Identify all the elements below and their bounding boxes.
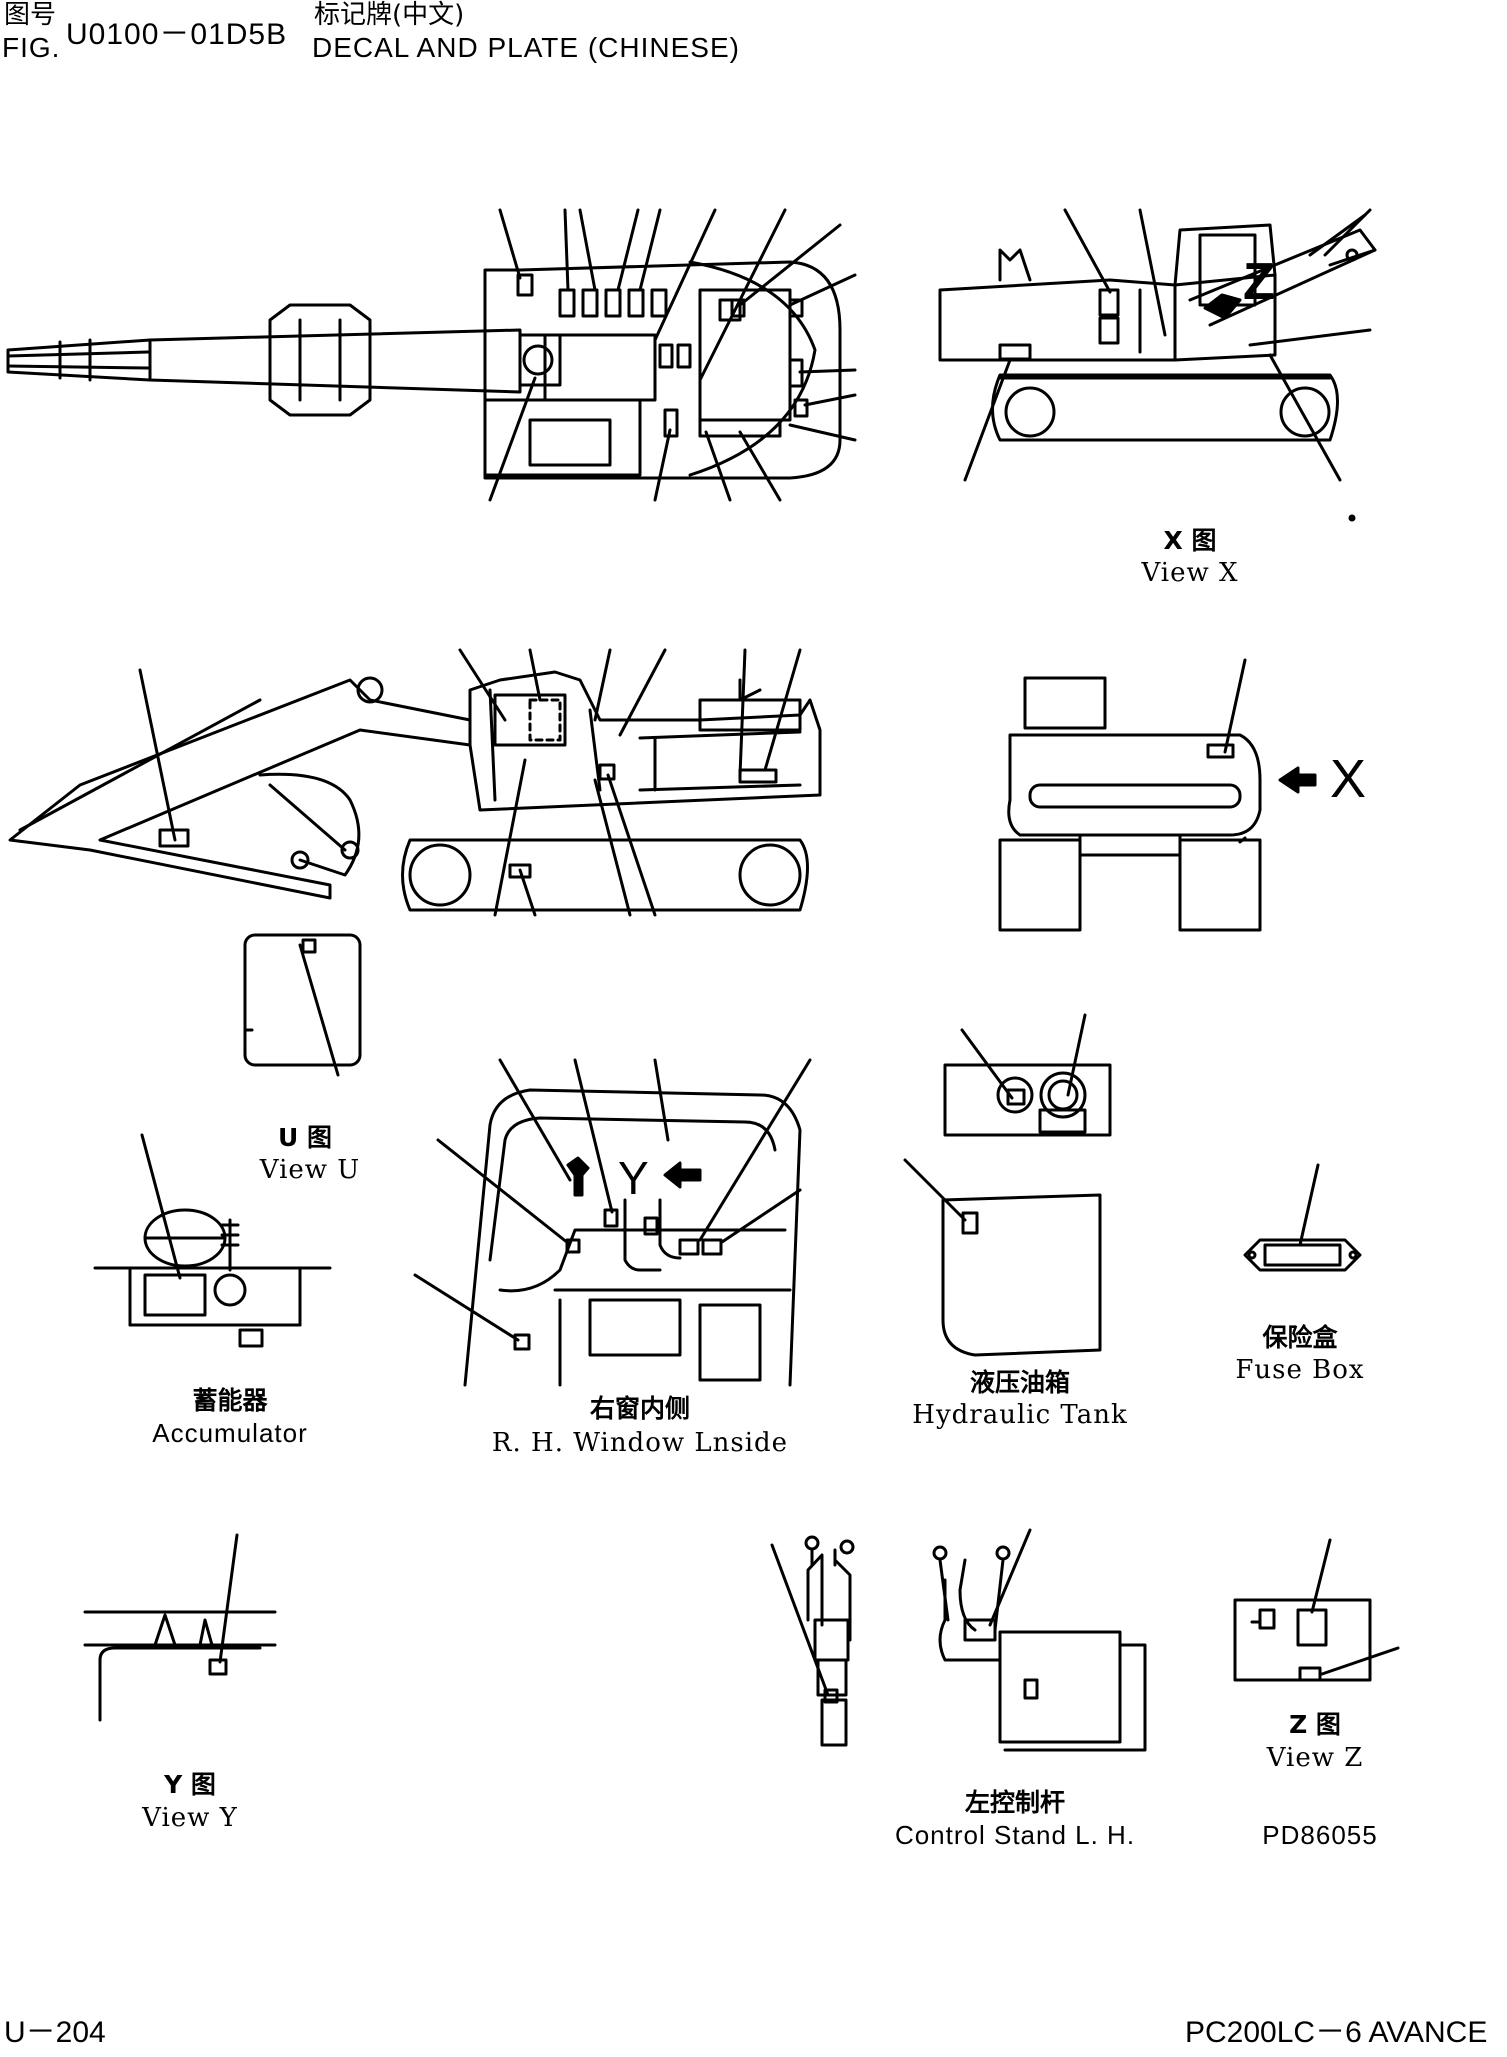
caption-view-u-en: View U [259,1155,361,1185]
title-cn: 标记牌(中文) [314,0,465,30]
view-y-marker: Y [618,1152,649,1204]
rear-view [998,658,1317,932]
view-z-marker: Z [1243,253,1275,311]
caption-view-z-en: View Z [1266,1743,1364,1773]
accumulator-detail [93,1133,332,1348]
caption-view-x-cn: X 图 [1163,526,1217,555]
side-elevation-view [8,648,822,917]
fuse-box-detail [1243,1163,1362,1272]
caption-view-y-en: View Y [142,1803,238,1833]
hydraulic-tank-top-detail [943,1013,1112,1137]
top-plan-view [6,208,857,502]
page-number: U－204 [4,2016,106,2049]
fig-label-en: FIG. [2,32,61,63]
fig-code: U0100－01D5B [66,18,288,51]
caption-view-y-cn: Y 图 [164,1770,216,1799]
caption-fuse-box-cn: 保险盒 [1262,1323,1338,1352]
model-name: PC200LC－6 AVANCE [1185,2016,1488,2049]
caption-view-z-cn: Z 图 [1289,1710,1341,1739]
drawing-number: PD86055 [1262,1820,1378,1850]
fig-label-cn: 图号 [4,0,57,30]
view-x-marker: X [1330,749,1367,809]
control-stand-lh-detail [770,1528,1147,1752]
view-u-detail [243,933,362,1077]
caption-view-u-cn: U 图 [277,1123,332,1152]
caption-accumulator-cn: 蓄能器 [192,1386,268,1415]
caption-control-stand-cn: 左控制杆 [964,1788,1065,1817]
side-view-x-detail [938,208,1377,522]
caption-window-cn: 右窗内侧 [589,1394,690,1423]
caption-control-stand-en: Control Stand L. H. [894,1820,1136,1850]
caption-fuse-box-en: Fuse Box [1235,1355,1365,1385]
view-y-detail [83,1533,277,1722]
title-en: DECAL AND PLATE (CHINESE) [312,32,740,63]
caption-window-en: R. H. Window Lnside [491,1428,789,1458]
rh-window-inside-detail [413,1058,812,1387]
caption-hyd-tank-cn: 液压油箱 [969,1368,1070,1397]
caption-accumulator-en: Accumulator [152,1418,308,1448]
caption-hyd-tank-en: Hydraulic Tank [912,1400,1128,1430]
caption-view-x-en: View X [1141,558,1239,588]
hydraulic-tank-side-detail [903,1158,1102,1357]
view-z-detail [1233,1538,1400,1682]
